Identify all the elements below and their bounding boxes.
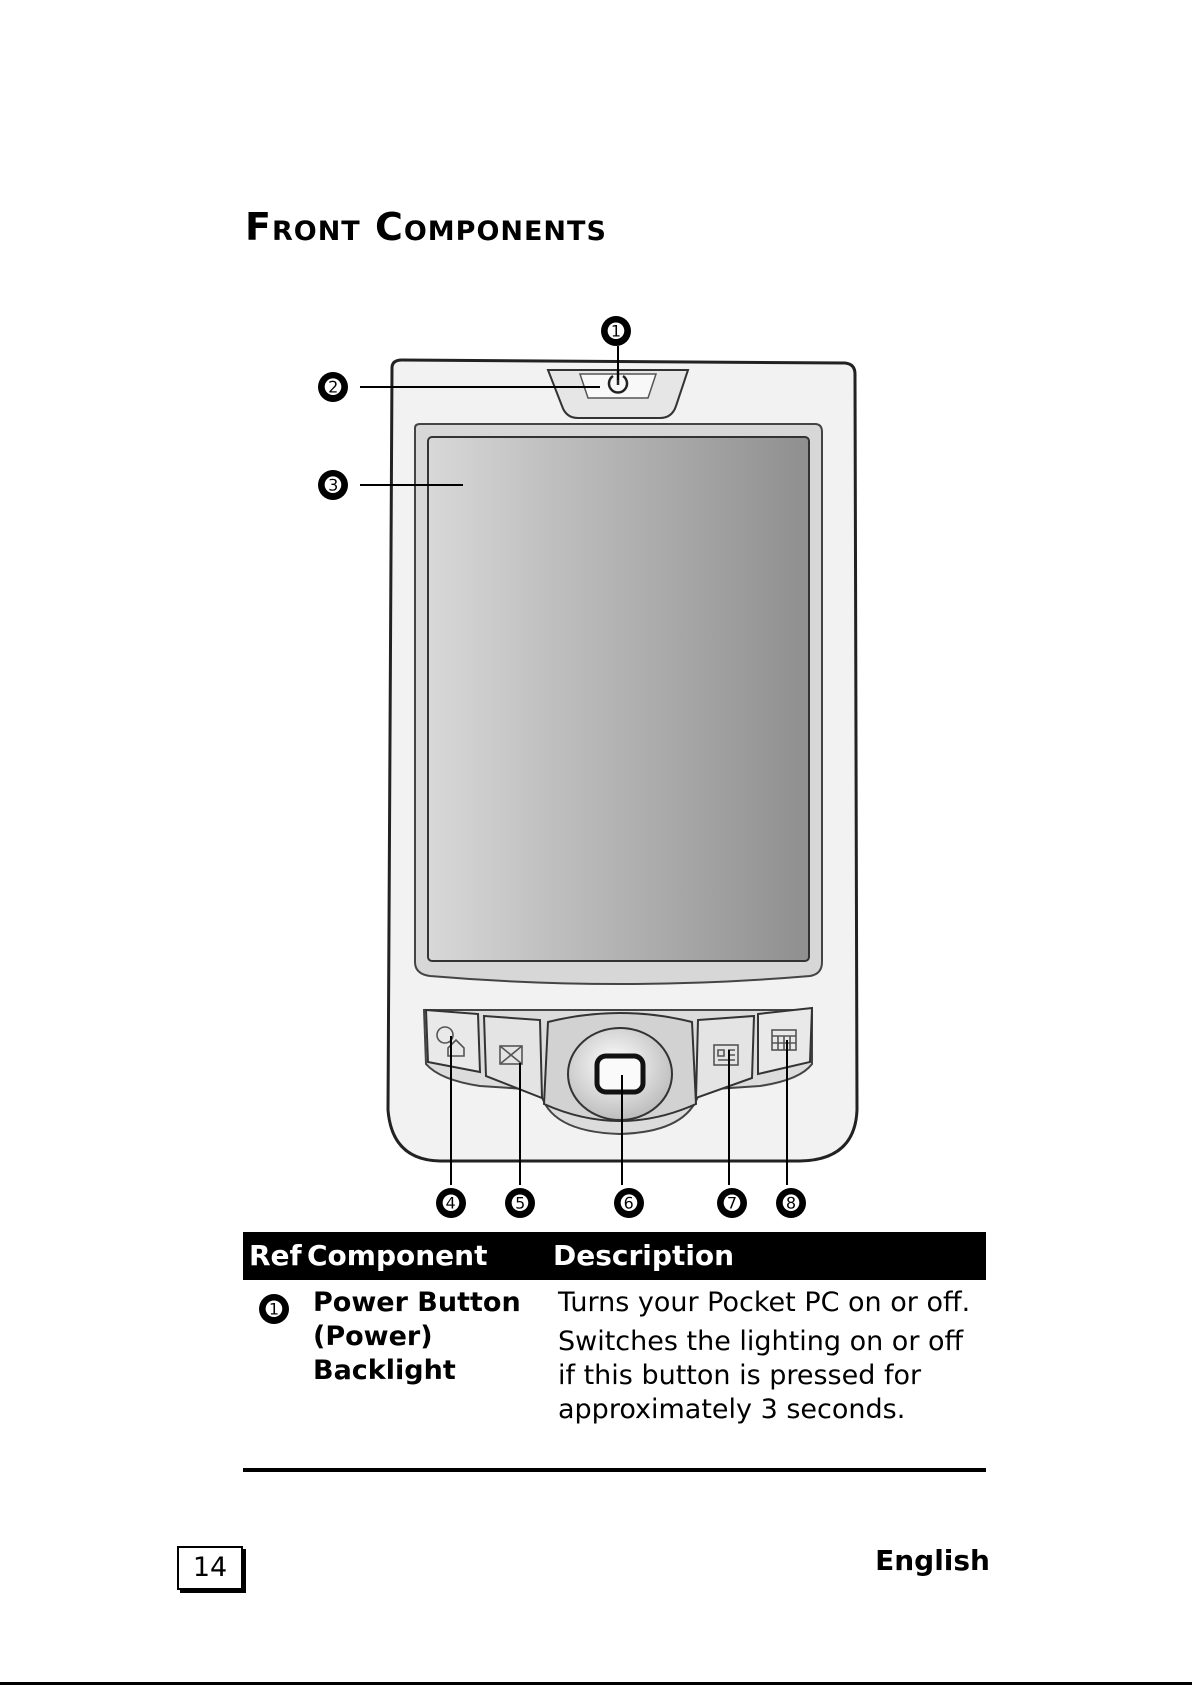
header-component: Component bbox=[307, 1239, 487, 1272]
description-text: Turns your Pocket PC on or off. bbox=[558, 1286, 983, 1320]
callout-6: ➏ bbox=[614, 1188, 644, 1218]
callout-3: ➌ bbox=[318, 470, 348, 500]
callout-1: ➊ bbox=[601, 316, 631, 346]
device-illustration: ➊ ➋ ➌ ➍ ➎ ➏ ➐ ➑ bbox=[0, 0, 1192, 1240]
navigation-pad-center bbox=[597, 1056, 643, 1092]
pocket-pc-drawing bbox=[0, 0, 1192, 1240]
header-ref: Ref bbox=[249, 1239, 302, 1272]
callout-5: ➎ bbox=[505, 1188, 535, 1218]
component-line: Power Button bbox=[313, 1286, 543, 1320]
component-line: Backlight bbox=[313, 1354, 543, 1388]
callout-8: ➑ bbox=[776, 1188, 806, 1218]
language-label: English bbox=[875, 1544, 990, 1577]
row-component: Power Button (Power) Backlight bbox=[313, 1286, 543, 1388]
callout-2: ➋ bbox=[318, 372, 348, 402]
callout-4: ➍ bbox=[436, 1188, 466, 1218]
row-description: Turns your Pocket PC on or off. Switches… bbox=[558, 1286, 983, 1427]
components-table: Ref Component Description ➊ Power Button… bbox=[243, 1232, 986, 1472]
component-line: (Power) bbox=[313, 1320, 543, 1354]
callout-7: ➐ bbox=[717, 1188, 747, 1218]
touchscreen bbox=[428, 437, 809, 961]
table-header: Ref Component Description bbox=[243, 1232, 986, 1280]
page-number: 14 bbox=[177, 1546, 243, 1590]
today-button bbox=[426, 1010, 480, 1072]
header-description: Description bbox=[553, 1239, 734, 1272]
calendar-button bbox=[758, 1008, 812, 1074]
description-text: Switches the lighting on or off if this … bbox=[558, 1325, 983, 1427]
table-row: ➊ Power Button (Power) Backlight Turns y… bbox=[243, 1280, 986, 1472]
row-ref-badge: ➊ bbox=[259, 1294, 289, 1324]
